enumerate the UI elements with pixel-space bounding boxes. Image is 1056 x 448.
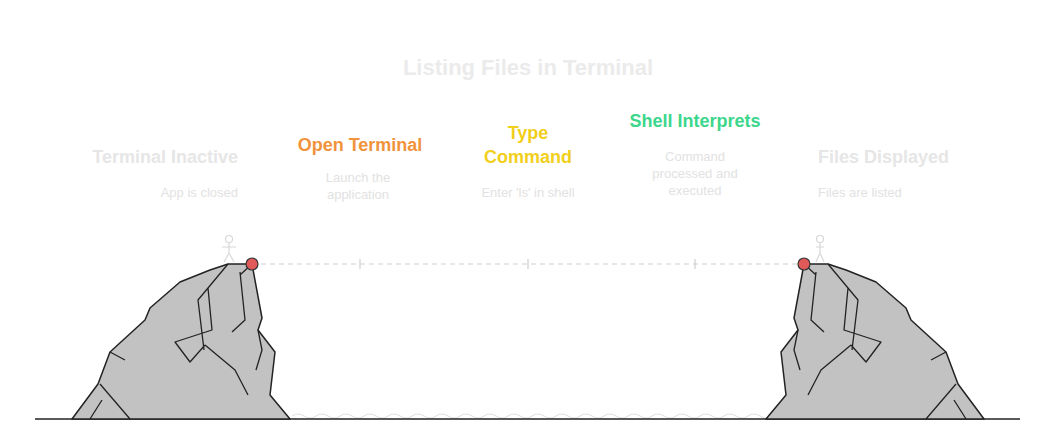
- stage-heading: Terminal Inactive: [40, 145, 238, 169]
- stage-heading: Files Displayed: [818, 145, 1038, 169]
- stage-description: Files are listed: [818, 184, 1038, 201]
- stage-heading: Shell Interprets: [600, 109, 790, 133]
- stage-description: Enter 'ls' in shell: [453, 184, 603, 201]
- diagram-title: Listing Files in Terminal: [278, 54, 778, 82]
- stage-description: Command processed and executed: [645, 148, 745, 199]
- stage-description: Launch the application: [313, 169, 403, 203]
- stage-heading: Open Terminal: [270, 133, 450, 157]
- stick-figure: [816, 236, 824, 263]
- stick-figure: [222, 236, 236, 263]
- right-cliff: [766, 264, 984, 419]
- start-dot: [246, 258, 258, 270]
- end-dot: [798, 258, 810, 270]
- stage-description: App is closed: [100, 184, 238, 201]
- stage-heading: Type Command: [474, 121, 582, 169]
- left-cliff: [72, 264, 290, 419]
- water-wave: [292, 414, 772, 418]
- stage-ticks: [360, 259, 695, 269]
